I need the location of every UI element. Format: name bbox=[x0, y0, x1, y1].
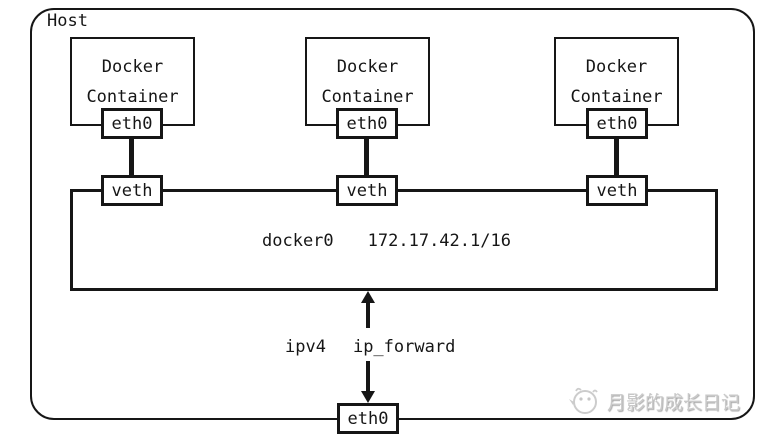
up-arrowhead-icon bbox=[361, 291, 375, 303]
host-label: Host bbox=[47, 11, 88, 31]
veth-box: veth bbox=[101, 175, 163, 206]
veth-box: veth bbox=[586, 175, 648, 206]
veth-box: veth bbox=[336, 175, 398, 206]
chick-logo-icon bbox=[569, 387, 598, 414]
host-eth0-box: eth0 bbox=[337, 403, 399, 434]
container-label-line1: Docker bbox=[585, 56, 648, 77]
eth0-veth-connector bbox=[364, 137, 369, 177]
bridge-name-label: docker0 bbox=[262, 231, 334, 251]
eth0-veth-connector bbox=[129, 137, 134, 177]
container-eth0-box: eth0 bbox=[101, 108, 163, 139]
ip-forward-label-row: ipv4 ip_forward bbox=[285, 336, 455, 358]
ip-forward-label: ip_forward bbox=[352, 337, 456, 357]
forward-arrow-upper-line bbox=[366, 301, 370, 328]
container-label-line1: Docker bbox=[101, 56, 164, 77]
ipv4-label: ipv4 bbox=[285, 337, 326, 357]
container-label-line1: Docker bbox=[336, 56, 399, 77]
watermark-text: 月影的成长日记 bbox=[607, 391, 741, 414]
container-label-line2: Container bbox=[86, 86, 179, 107]
forward-arrow-lower-line bbox=[366, 361, 370, 391]
eth0-veth-connector bbox=[614, 137, 619, 177]
container-eth0-box: eth0 bbox=[586, 108, 648, 139]
container-label-line2: Container bbox=[321, 86, 414, 107]
watermark: 月影的成长日记 bbox=[566, 384, 740, 418]
bridge-ip-label: 172.17.42.1/16 bbox=[367, 231, 511, 251]
docker0-bridge-box bbox=[70, 189, 718, 291]
container-label-line2: Container bbox=[570, 86, 663, 107]
down-arrowhead-icon bbox=[361, 391, 375, 403]
docker-container-box: Docker Container bbox=[554, 37, 679, 126]
container-eth0-box: eth0 bbox=[336, 108, 398, 139]
bridge-label: docker0 172.17.42.1/16 bbox=[262, 229, 511, 253]
